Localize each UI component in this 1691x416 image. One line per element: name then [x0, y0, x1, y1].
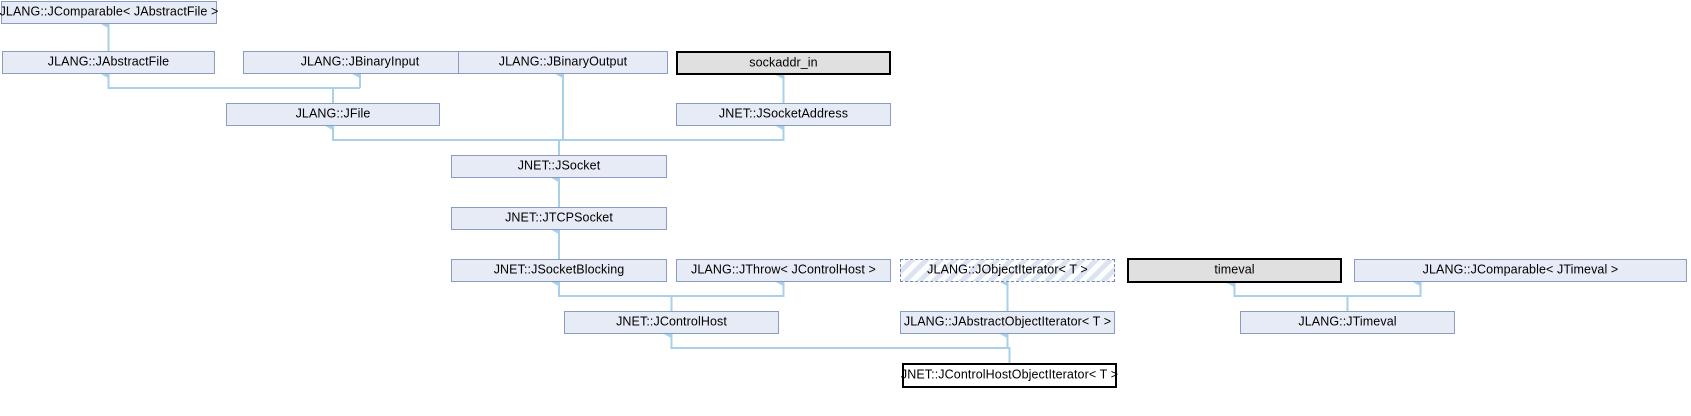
edge-jabstractfile-jfile	[100, 69, 334, 103]
node-jsocketblocking[interactable]: JNET::JSocketBlocking	[451, 259, 667, 282]
edge-jcomparable-jtimeval	[1347, 277, 1422, 297]
node-jsocketaddress[interactable]: JNET::JSocketAddress	[676, 103, 891, 126]
node-label: JLANG::JObjectIterator< T >	[927, 262, 1088, 277]
node-jbinaryinput[interactable]: JLANG::JBinaryInput	[243, 51, 477, 74]
node-jbinaryoutput[interactable]: JLANG::JBinaryOutput	[458, 51, 668, 74]
node-label: JLANG::JBinaryInput	[300, 54, 420, 69]
edge-jcontrolhost-jcontrolhostobjectiterator	[663, 329, 1011, 363]
node-jfile[interactable]: JLANG::JFile	[226, 103, 440, 126]
node-label: JNET::JSocketAddress	[718, 106, 849, 121]
node-label: timeval	[1214, 262, 1255, 277]
node-label: JNET::JSocket	[517, 158, 601, 173]
edge-jfile-jsocket	[325, 121, 560, 155]
node-label: JNET::JTCPSocket	[505, 210, 613, 225]
node-jabstractobjectiterator-t[interactable]: JLANG::JAbstractObjectIterator< T >	[900, 311, 1115, 334]
edge-jabstractobjectiterator-jcontrolhostobjectiterator	[999, 329, 1010, 349]
node-label: JLANG::JAbstractObjectIterator< T >	[903, 314, 1112, 329]
node-jtcpsocket[interactable]: JNET::JTCPSocket	[451, 207, 667, 230]
node-label: JLANG::JThrow< JControlHost >	[691, 262, 876, 277]
node-label: JLANG::JTimeval	[1298, 314, 1397, 329]
node-timeval[interactable]: timeval	[1127, 258, 1342, 283]
node-jcontrolhostobjectiterator-t[interactable]: JNET::JControlHostObjectIterator< T >	[900, 363, 1119, 388]
edge-timeval-jtimeval	[1226, 278, 1349, 311]
node-jthrow-jcontrolhost[interactable]: JLANG::JThrow< JControlHost >	[676, 259, 891, 282]
edge-jsocketblocking-jcontrolhost	[551, 277, 673, 311]
node-jtimeval[interactable]: JLANG::JTimeval	[1240, 311, 1455, 334]
node-label: JNET::JControlHost	[616, 314, 727, 329]
node-label: sockaddr_in	[749, 55, 818, 70]
node-label: JLANG::JBinaryOutput	[498, 54, 628, 69]
node-jcomparable-jtimeval[interactable]: JLANG::JComparable< JTimeval >	[1354, 259, 1687, 282]
node-jcomparable-jabstractfile[interactable]: JLANG::JComparable< JAbstractFile >	[0, 1, 219, 24]
node-label: JNET::JControlHostObjectIterator< T >	[900, 367, 1119, 382]
node-label: JLANG::JComparable< JAbstractFile >	[0, 4, 219, 19]
node-jcontrolhost[interactable]: JNET::JControlHost	[564, 311, 779, 334]
node-jabstractfile[interactable]: JLANG::JAbstractFile	[2, 51, 215, 74]
edge-jfile-riser-binaryinput	[332, 87, 360, 103]
edge-jsocketaddress-jsocket	[559, 121, 785, 141]
node-label: JLANG::JFile	[295, 106, 371, 121]
node-label: JLANG::JComparable< JTimeval >	[1422, 262, 1619, 277]
node-label: JLANG::JAbstractFile	[47, 54, 170, 69]
node-sockaddr-in[interactable]: sockaddr_in	[676, 51, 891, 75]
node-label: JNET::JSocketBlocking	[493, 262, 625, 277]
node-jsocket[interactable]: JNET::JSocket	[451, 155, 667, 178]
node-jobjectiterator-t[interactable]: JLANG::JObjectIterator< T >	[900, 259, 1115, 282]
edge-jthrow-jcontrolhost	[671, 277, 785, 297]
